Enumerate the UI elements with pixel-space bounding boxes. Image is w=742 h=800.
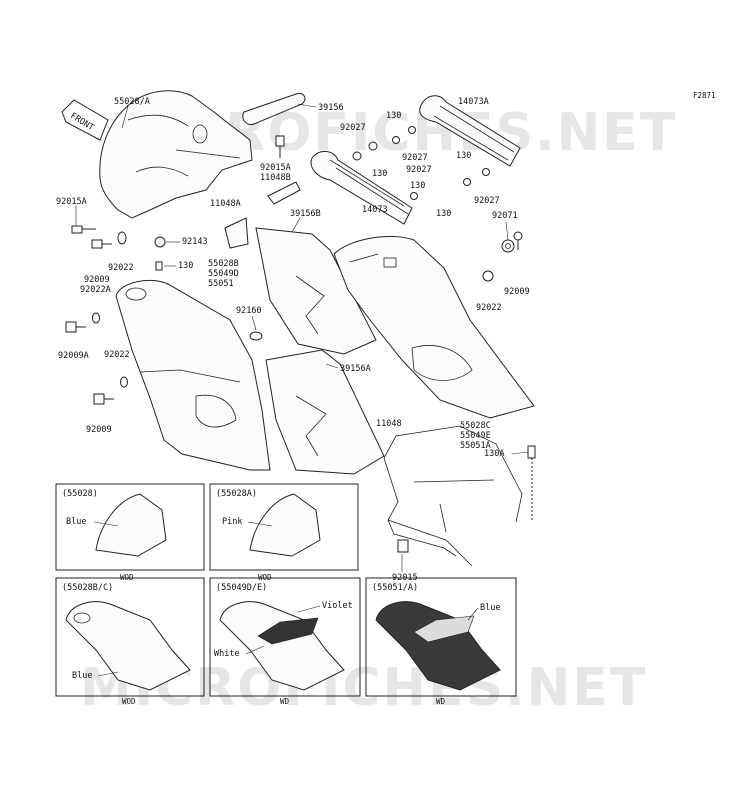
screw-icon <box>155 261 163 271</box>
variant-code: WD <box>436 697 446 706</box>
bolt-icon <box>91 239 112 249</box>
callout-92027-d: 92027 <box>474 196 500 206</box>
callout-92015A-top: 92015A <box>260 163 291 173</box>
washer-icon <box>463 178 471 186</box>
washer-icon <box>408 126 416 134</box>
callout-130-d: 130 <box>436 209 451 219</box>
bracket-icon <box>224 217 249 249</box>
callout-92160: 92160 <box>236 306 262 316</box>
callout-92015A-left: 92015A <box>56 197 87 207</box>
callout-55028A: 55028/A <box>114 97 150 107</box>
washer-icon <box>410 192 418 200</box>
variant-box-55049DE: (55049D/E) Violet White WD <box>209 577 361 706</box>
callout-92022-a: 92022 <box>108 263 134 273</box>
bracket-icon <box>267 181 301 205</box>
washer-icon <box>482 168 490 176</box>
bolt-icon <box>93 393 114 405</box>
grommet-icon <box>501 239 515 253</box>
callout-92009A: 92009A <box>58 351 89 361</box>
washer-icon <box>120 376 128 388</box>
variant-code: WOD <box>122 697 136 706</box>
washer-icon <box>117 231 127 245</box>
lower-fairing-part <box>115 279 271 471</box>
callout-92009-a: 92009 <box>84 275 110 285</box>
callout-55028B: 55028B <box>208 259 239 269</box>
callout-55049D: 55049D <box>208 269 239 279</box>
grommet-icon <box>482 270 494 282</box>
callout-92009-b: 92009 <box>504 287 530 297</box>
variant-color: Blue <box>66 517 86 527</box>
variant-color-secondary: White <box>214 649 240 659</box>
diagram-code: F2871 <box>693 91 716 100</box>
callout-130-e: 130 <box>456 151 471 161</box>
callout-130-b: 130 <box>372 169 387 179</box>
washer-icon <box>92 312 100 324</box>
variant-title: (55051/A) <box>372 583 418 593</box>
callout-130A: 130A <box>484 449 504 459</box>
callout-92022-c: 92022 <box>104 350 130 360</box>
callout-14073: 14073 <box>362 205 388 215</box>
bolt-icon <box>397 539 409 553</box>
grommet-icon <box>249 331 263 341</box>
windscreen-part <box>242 93 306 126</box>
screw-icon <box>513 231 523 250</box>
callout-11048B: 11048B <box>260 173 291 183</box>
variant-box-55028BC: (55028B/C) Blue WOD <box>55 577 205 706</box>
callout-92027-c: 92027 <box>406 165 432 175</box>
bolt-icon <box>275 135 285 158</box>
upper-cowl-part <box>99 90 253 219</box>
front-arrow-icon: FRONT <box>61 99 109 141</box>
variant-color: Pink <box>222 517 242 527</box>
variant-title: (55028) <box>62 489 98 499</box>
washer-icon <box>392 136 400 144</box>
variant-box-55028A: (55028A) Pink WOD <box>209 483 359 582</box>
bolt-icon <box>71 225 96 234</box>
variant-code: WD <box>280 697 290 706</box>
callout-130-c: 130 <box>410 181 425 191</box>
variant-color: Blue <box>72 671 92 681</box>
callout-130-f: 130 <box>178 261 193 271</box>
callout-55049E: 55049E <box>460 431 491 441</box>
callout-92071: 92071 <box>492 211 518 221</box>
washer-icon <box>368 141 378 151</box>
callout-92009-c: 92009 <box>86 425 112 435</box>
callout-92027-a: 92027 <box>340 123 366 133</box>
variant-box-55028: (55028) Blue WOD <box>55 483 205 582</box>
callout-11048: 11048 <box>376 419 402 429</box>
callout-92027-b: 92027 <box>402 153 428 163</box>
callout-55051A: 55051A <box>460 441 491 451</box>
bolt-icon <box>527 445 536 520</box>
callout-14073A: 14073A <box>458 97 489 107</box>
callout-92022-b: 92022 <box>476 303 502 313</box>
nut-icon <box>154 236 166 248</box>
bolt-icon <box>65 321 86 333</box>
variant-color: Violet <box>322 601 353 611</box>
inner-panel-part <box>265 349 385 475</box>
callout-39156A: 39156A <box>340 364 371 374</box>
callout-11048A: 11048A <box>210 199 241 209</box>
variant-box-55051A: (55051/A) Blue WD <box>365 577 517 706</box>
air-duct-part <box>310 151 413 225</box>
fairing-stay-part <box>383 425 523 567</box>
callout-39156: 39156 <box>318 103 344 113</box>
variant-title: (55028A) <box>216 489 257 499</box>
washer-icon <box>352 151 362 161</box>
callout-92022A: 92022A <box>80 285 111 295</box>
variant-title: (55028B/C) <box>62 583 113 593</box>
callout-55051: 55051 <box>208 279 234 289</box>
side-fairing-part <box>333 235 535 419</box>
callout-92143: 92143 <box>182 237 208 247</box>
air-duct-part <box>419 95 521 167</box>
callout-55028C: 55028C <box>460 421 491 431</box>
inner-panel-part <box>255 227 377 355</box>
variant-title: (55049D/E) <box>216 583 267 593</box>
callout-130-a: 130 <box>386 111 401 121</box>
variant-color: Blue <box>480 603 500 613</box>
callout-39156B: 39156B <box>290 209 321 219</box>
